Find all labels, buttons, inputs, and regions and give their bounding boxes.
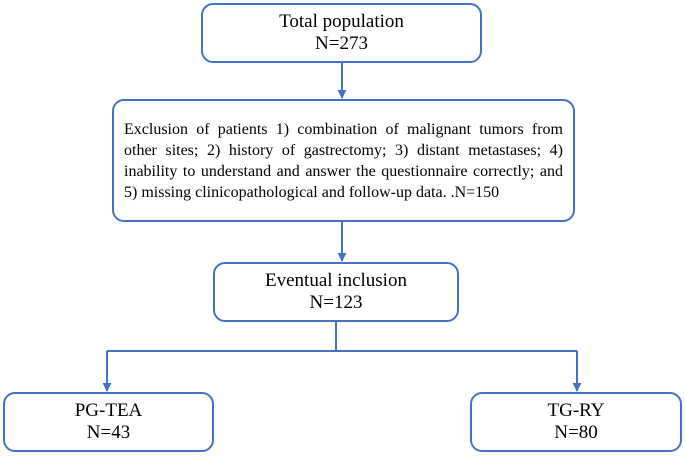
node-exclusion-text: Exclusion of patients 1) combination of … [124,120,563,201]
node-tg-ry-count: N=80 [554,422,598,443]
node-pg-tea: PG-TEA N=43 [3,392,214,452]
node-total-population-label: Total population [279,11,404,32]
node-total-population: Total population N=273 [201,3,482,63]
node-eventual-inclusion-label: Eventual inclusion [265,270,407,291]
node-eventual-inclusion-count: N=123 [309,292,363,313]
node-total-population-count: N=273 [315,33,368,54]
node-tg-ry-label: TG-RY [547,400,605,421]
node-eventual-inclusion: Eventual inclusion N=123 [213,262,459,322]
node-tg-ry: TG-RY N=80 [470,392,682,452]
node-exclusion: Exclusion of patients 1) combination of … [112,99,575,222]
node-pg-tea-count: N=43 [86,422,131,443]
node-pg-tea-label: PG-TEA [74,400,143,421]
